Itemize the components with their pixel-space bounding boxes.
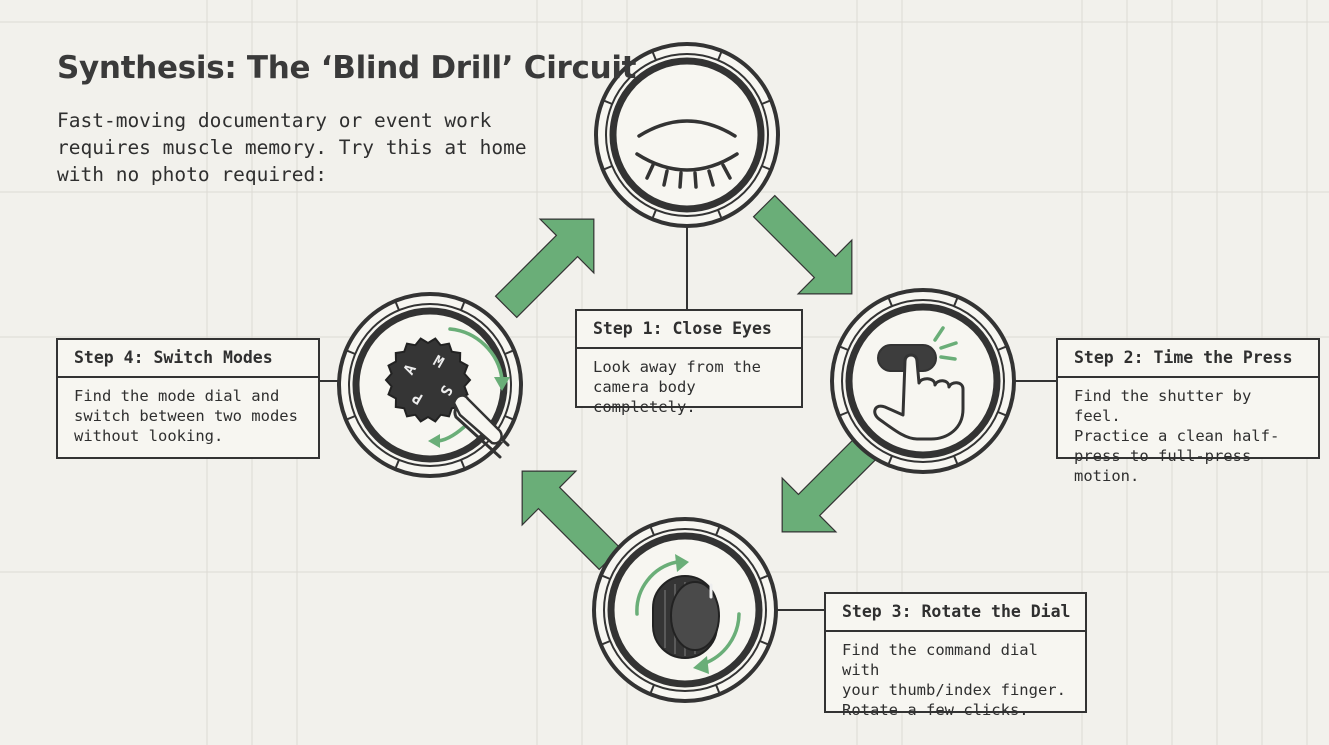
pressing-hand-icon: [873, 326, 965, 441]
mode-dial-body: [384, 337, 472, 423]
ring-tick: [761, 99, 772, 105]
ring-tick: [715, 525, 721, 536]
step3-card: Step 3: Rotate the Dial Find the command…: [824, 592, 1087, 719]
step2-title: Step 2: Time the Press: [1058, 340, 1318, 378]
ring-tick: [717, 209, 723, 220]
ring-tick: [345, 349, 356, 355]
step4-card: Step 4: Switch Modes Find the mode dial …: [56, 338, 320, 459]
ring-tick: [602, 99, 613, 105]
step1-body: Look away from the camera body completel…: [593, 358, 761, 416]
node-middle-ring: [348, 303, 512, 467]
hand-shape: [873, 353, 965, 441]
press-motion-marks: [933, 326, 958, 361]
ring-tick: [953, 455, 959, 466]
mode-dial-icon: M A S P: [384, 327, 510, 459]
ring-tick: [394, 459, 400, 470]
ring-tick: [838, 345, 849, 351]
node-middle-ring: [605, 53, 769, 217]
step3-title: Step 3: Rotate the Dial: [826, 594, 1085, 632]
step1-node: [594, 42, 780, 228]
step4-body: Find the mode dial and switch between tw…: [74, 387, 298, 445]
node-inner-ring: [609, 57, 765, 213]
ring-tick: [887, 296, 893, 307]
ring-tick: [759, 574, 770, 580]
ring-tick: [717, 50, 723, 61]
ring-tick: [394, 300, 400, 311]
node-inner-ring: [607, 532, 763, 688]
ring-tick: [997, 345, 1008, 351]
page-title: Synthesis: The ‘Blind Drill’ Circuit: [57, 50, 637, 86]
ring-tick: [460, 300, 466, 311]
command-dial-icon: [635, 554, 741, 674]
step3-body: Find the command dial with your thumb/in…: [842, 641, 1066, 719]
step2-card: Step 2: Time the Press Find the shutter …: [1056, 338, 1320, 485]
intro-text: Fast-moving documentary or event work re…: [57, 109, 527, 186]
step1-title: Step 1: Close Eyes: [577, 311, 801, 349]
step1-card: Step 1: Close Eyes Look away from the ca…: [575, 309, 803, 416]
ring-tick: [759, 640, 770, 646]
ring-tick: [649, 684, 655, 695]
rotate-arrow-cw: [448, 327, 504, 381]
ring-tick: [602, 165, 613, 171]
ring-tick: [715, 684, 721, 695]
ring-tick: [997, 411, 1008, 417]
node-middle-ring: [841, 299, 1005, 463]
ring-tick: [761, 165, 772, 171]
ring-tick: [600, 574, 611, 580]
ring-tick: [953, 296, 959, 307]
ring-tick: [460, 459, 466, 470]
ring-tick: [838, 411, 849, 417]
step2-body: Find the shutter by feel. Practice a cle…: [1074, 387, 1280, 485]
ring-tick: [600, 640, 611, 646]
ring-tick: [649, 525, 655, 536]
step4-title: Step 4: Switch Modes: [58, 340, 318, 378]
closed-eye-icon: [635, 119, 739, 189]
ring-tick: [345, 415, 356, 421]
node-outer-ring: [594, 42, 780, 228]
node-middle-ring: [603, 528, 767, 692]
ring-tick: [887, 455, 893, 466]
node-inner-ring: [845, 303, 1001, 459]
rotate-arrow-down: [701, 612, 741, 666]
ring-tick: [504, 349, 515, 355]
ring-tick: [651, 209, 657, 220]
ring-tick: [504, 415, 515, 421]
rotate-arrow-up: [635, 560, 679, 616]
ring-tick: [651, 50, 657, 61]
arrow-step1-to-step2: [736, 178, 880, 322]
